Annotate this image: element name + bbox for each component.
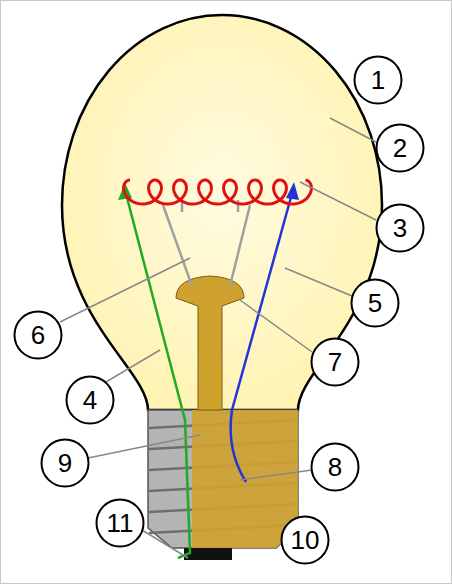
glass-mount <box>176 276 244 410</box>
callout-number: 7 <box>328 349 342 375</box>
contact-wire <box>184 548 232 560</box>
callout-number: 2 <box>393 135 407 161</box>
contact-wire-blue <box>231 190 293 482</box>
callout-number: 4 <box>83 387 97 413</box>
filament <box>124 180 312 204</box>
support-wires <box>163 200 250 286</box>
callout-number: 3 <box>393 215 407 241</box>
callout-circle: 10 <box>280 515 330 565</box>
callout-circle: 8 <box>310 442 360 492</box>
callout-number: 1 <box>371 67 385 93</box>
callout-circle: 5 <box>350 278 400 328</box>
callout-number: 6 <box>31 322 45 348</box>
wire-tip <box>286 182 299 200</box>
callout-circle: 1 <box>353 55 403 105</box>
leader-lines <box>60 70 376 558</box>
callout-circle: 7 <box>310 337 360 387</box>
callout-number: 11 <box>107 510 134 536</box>
callout-circle: 4 <box>65 375 115 425</box>
callout-number: 10 <box>291 527 320 553</box>
callout-circle: 6 <box>13 310 63 360</box>
contact-wire-green <box>125 190 190 558</box>
callout-circle: 11 <box>95 498 145 548</box>
callout-circle: 2 <box>375 123 425 173</box>
callout-number: 8 <box>328 454 342 480</box>
glass-bulb <box>62 15 382 410</box>
screw-base <box>148 410 298 548</box>
callout-circle: 3 <box>375 203 425 253</box>
callout-circle: 9 <box>40 438 90 488</box>
callout-number: 9 <box>58 450 72 476</box>
callout-number: 5 <box>368 290 382 316</box>
